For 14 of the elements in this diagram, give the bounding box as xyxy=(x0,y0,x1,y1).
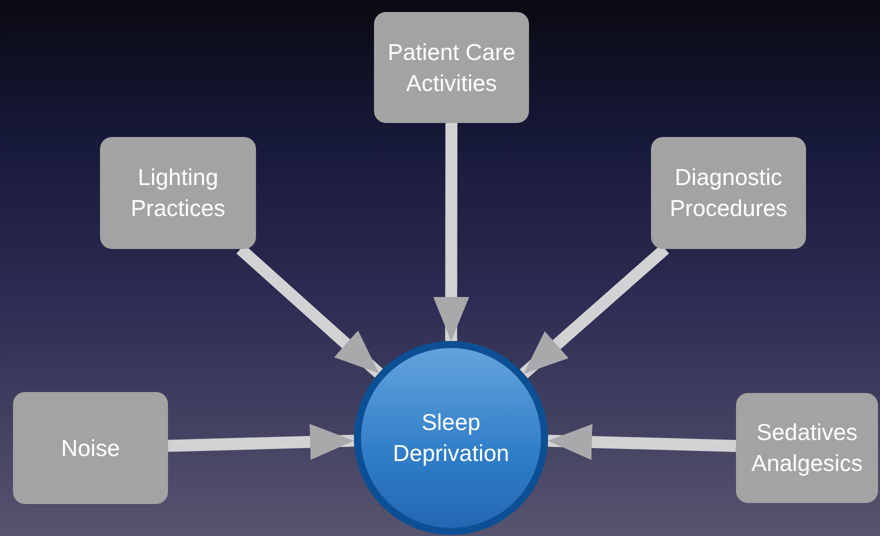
factor-box xyxy=(100,137,256,249)
factor-box xyxy=(736,393,878,503)
arrow xyxy=(548,424,736,460)
node-label: Noise xyxy=(60,434,121,462)
arrow xyxy=(168,424,354,460)
node-label: Lighting Practices xyxy=(130,163,226,223)
node-label: Diagnostic Procedures xyxy=(668,163,788,223)
arrow xyxy=(433,122,470,342)
node-label: Sedatives Analgesics xyxy=(750,418,864,478)
node-label: Patient Care Activities xyxy=(386,38,516,98)
factor-box xyxy=(13,392,168,504)
factor-box xyxy=(374,12,529,123)
node-label: Sleep Deprivation xyxy=(392,408,510,468)
factor-box xyxy=(651,137,806,249)
